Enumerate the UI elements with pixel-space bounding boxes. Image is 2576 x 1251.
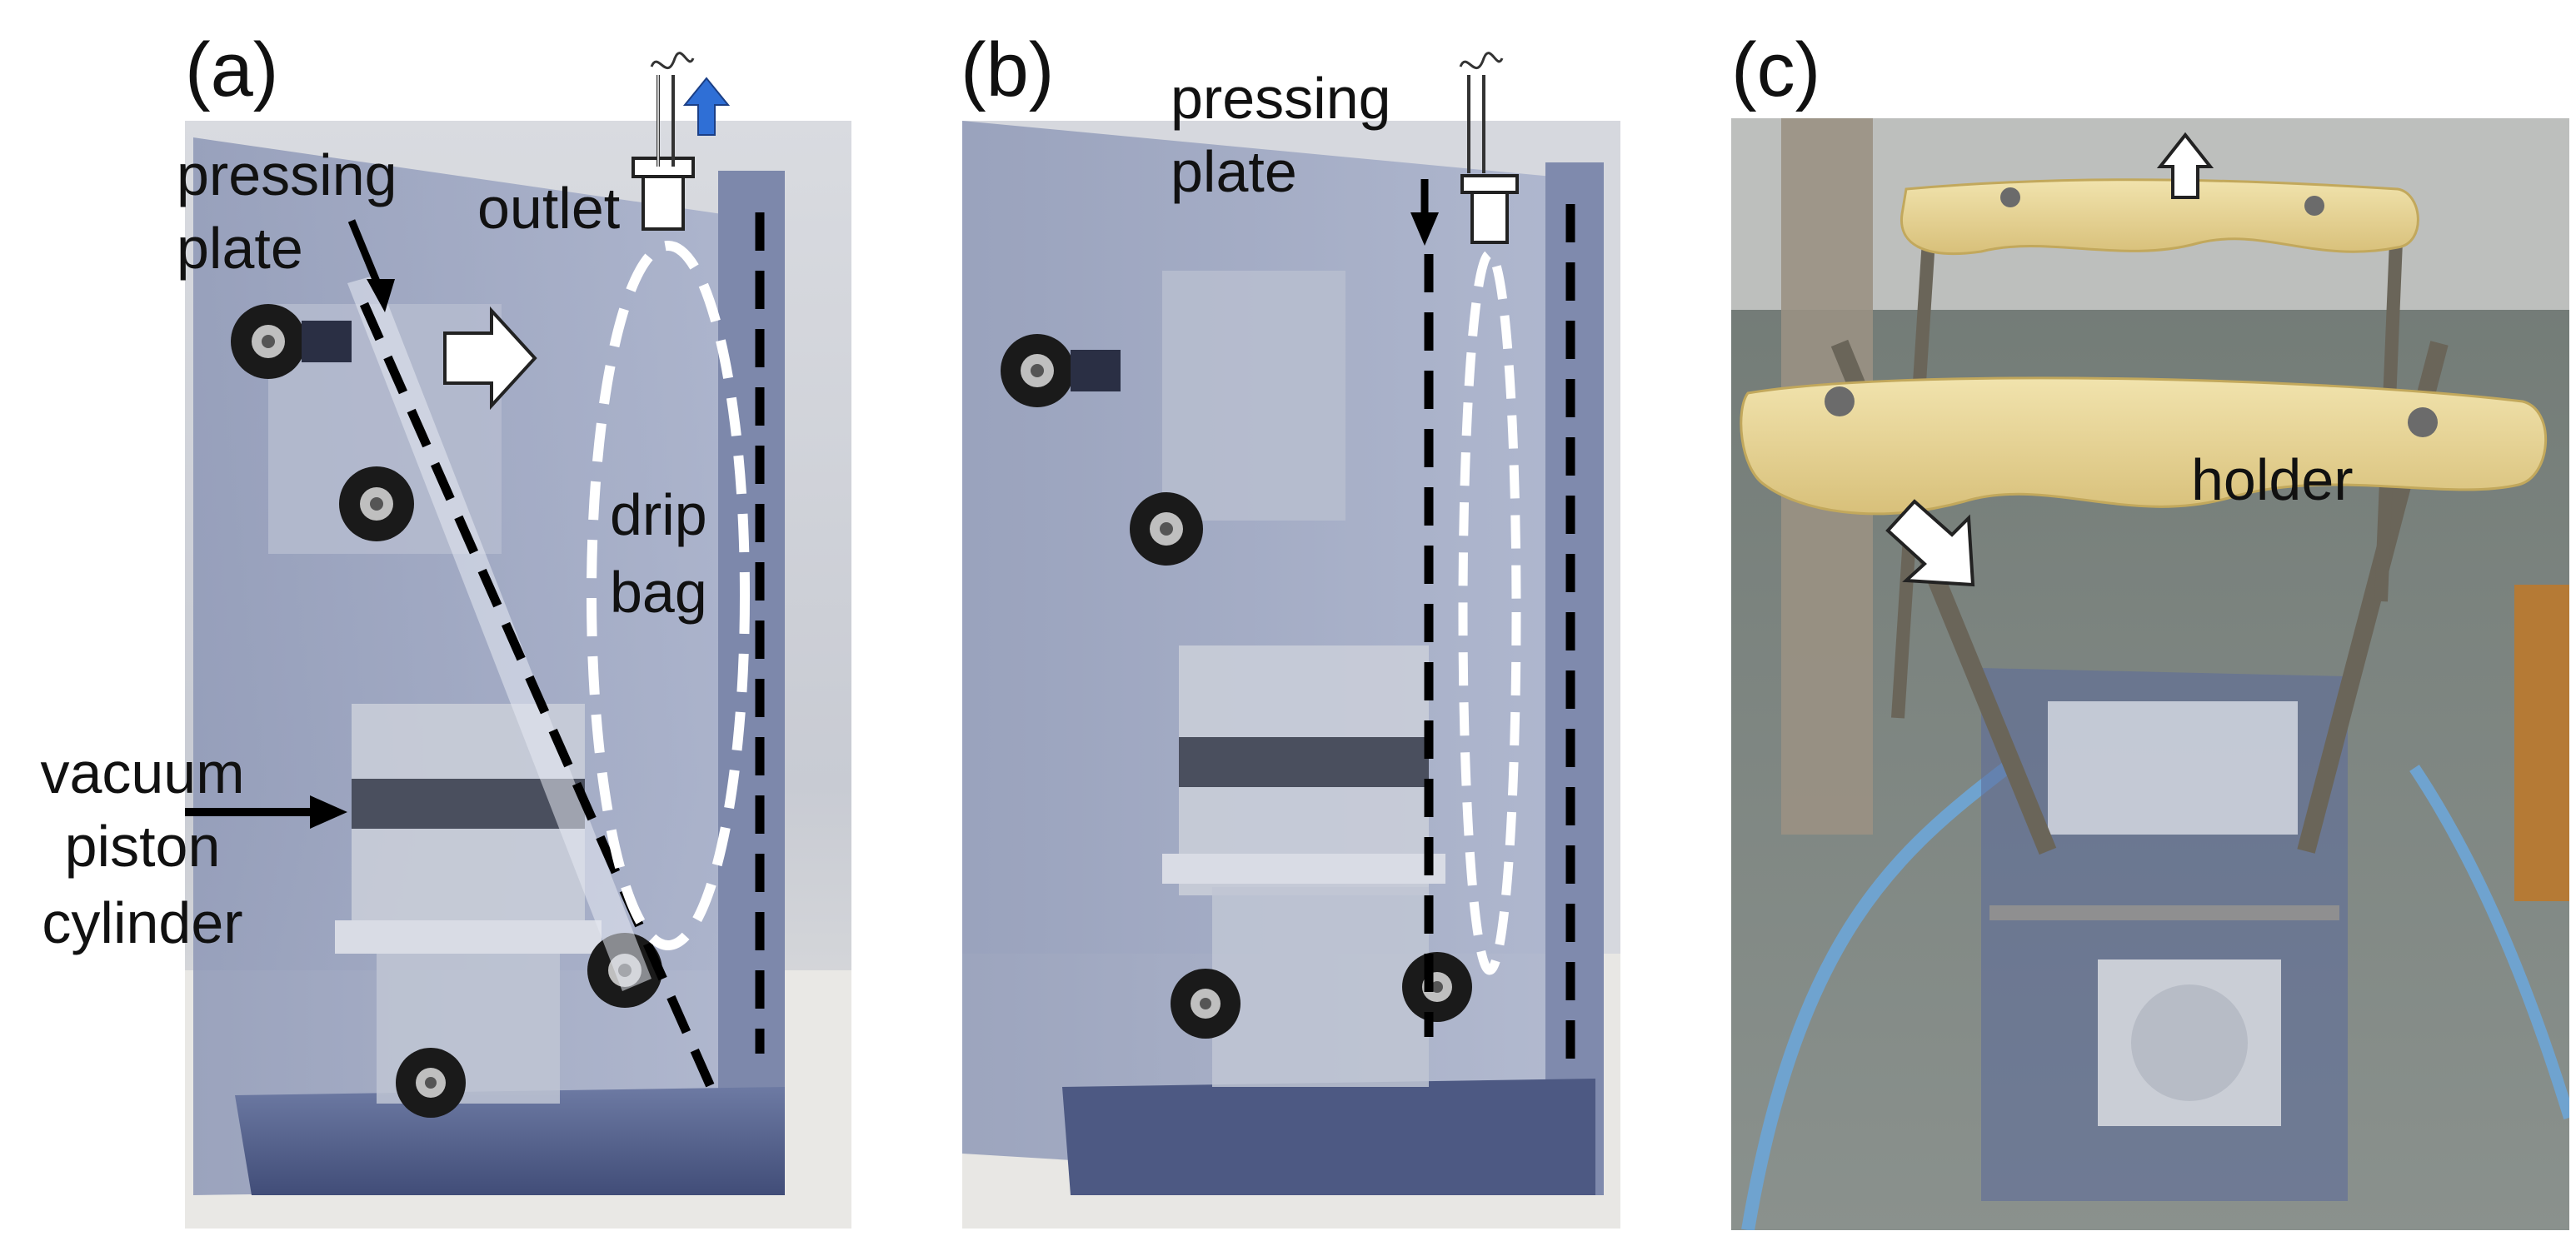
outlet-connector bbox=[642, 169, 685, 231]
wheel-bottom-left bbox=[1171, 969, 1241, 1039]
move-arrow-icon bbox=[443, 306, 537, 411]
outlet-cap bbox=[632, 157, 695, 178]
flow-up-arrow-icon bbox=[683, 77, 730, 137]
wheel-upper-left bbox=[1001, 334, 1074, 407]
label-pressing-plate-a-2: plate bbox=[177, 216, 303, 281]
up-arrow-icon bbox=[2156, 132, 2214, 199]
wheel-bottom bbox=[396, 1048, 466, 1118]
acrylic-back-wall bbox=[718, 171, 785, 1195]
holder-lower bbox=[1740, 376, 2548, 516]
label-outlet: outlet bbox=[477, 176, 621, 241]
plate-pointer-head bbox=[1410, 212, 1439, 246]
drip-bag-outline bbox=[587, 241, 750, 950]
panel-b-photo bbox=[962, 121, 1620, 1229]
label-pressing-plate-a-1: pressing bbox=[177, 142, 397, 207]
outlet-cap bbox=[1460, 174, 1519, 194]
pump-housing bbox=[1212, 887, 1429, 1087]
holder-screw-upper-right bbox=[2304, 196, 2324, 216]
cabinet-right bbox=[2514, 585, 2569, 901]
plate-pointer-head bbox=[367, 279, 395, 312]
acrylic-base bbox=[235, 1087, 785, 1195]
blue-tube-right bbox=[2409, 765, 2569, 1120]
down-arrow-icon bbox=[1885, 499, 1975, 587]
holder-screw-upper-left bbox=[2000, 187, 2020, 207]
label-pressing-plate-b-1: pressing bbox=[1171, 66, 1391, 131]
label-vacuum-3: cylinder bbox=[42, 890, 243, 955]
drip-bag-outline bbox=[1458, 249, 1521, 975]
panel-b-label: (b) bbox=[961, 27, 1055, 112]
pump-rotor bbox=[2131, 984, 2248, 1101]
panel-c-label: (c) bbox=[1731, 27, 1821, 112]
pressing-plate-glass bbox=[347, 275, 651, 991]
outlet-connector bbox=[1470, 186, 1509, 244]
drip-bag-in-box bbox=[2048, 701, 2298, 835]
label-vacuum-1: vacuum bbox=[40, 740, 245, 805]
holder-screw-right bbox=[2408, 407, 2438, 437]
roller-shaft bbox=[302, 321, 352, 362]
wheel-bottom-right bbox=[1402, 952, 1472, 1022]
label-drip-bag-2: bag bbox=[610, 560, 707, 625]
label-holder: holder bbox=[2191, 447, 2354, 512]
cylinder-base-plate bbox=[335, 920, 602, 954]
panel-c-photo bbox=[1731, 118, 2569, 1230]
panel-a-label: (a) bbox=[185, 27, 279, 112]
rail-bar bbox=[1989, 905, 2339, 920]
outlet-tubes bbox=[633, 25, 733, 175]
label-drip-bag-1: drip bbox=[610, 482, 707, 547]
panel-a-photo bbox=[185, 121, 851, 1229]
wheel-middle bbox=[1130, 492, 1203, 566]
wheel-upper-left bbox=[231, 304, 306, 379]
cylinder-band bbox=[1179, 737, 1429, 787]
acrylic-base bbox=[1062, 1079, 1595, 1195]
blue-tube-left bbox=[1741, 762, 2010, 1230]
label-vacuum-2: piston bbox=[64, 814, 221, 879]
roller-shaft bbox=[1071, 350, 1121, 391]
label-pressing-plate-b-2: plate bbox=[1171, 139, 1297, 204]
holder-upper bbox=[1900, 178, 2419, 256]
outlet-tubes bbox=[1454, 33, 1529, 175]
mechanism-bracket bbox=[1162, 271, 1345, 521]
cylinder-base-plate bbox=[1162, 854, 1445, 884]
cylinder-pointer-head bbox=[310, 795, 347, 829]
pressing-plate-dashed-line bbox=[359, 302, 723, 1106]
wheel-middle bbox=[339, 466, 414, 541]
holder-screw-left bbox=[1825, 386, 1855, 416]
